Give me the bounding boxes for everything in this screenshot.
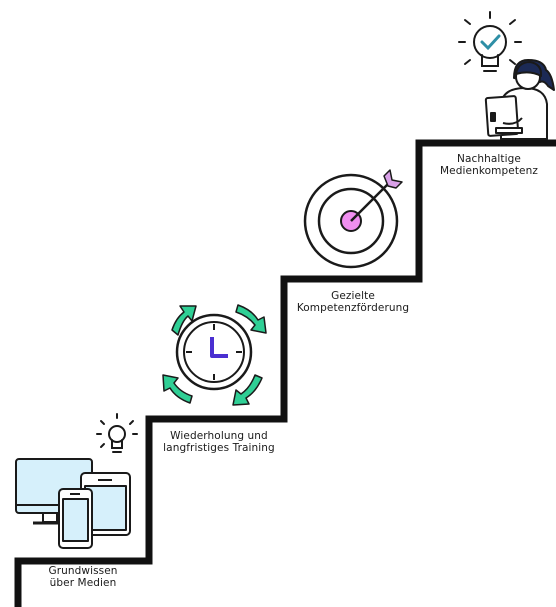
step-1-label-line-2: über Medien [49, 577, 117, 589]
step-1-label: Grundwissen über Medien [28, 565, 138, 589]
step-2-label: Wiederholung und langfristiges Training [152, 430, 286, 454]
staircase-line [14, 139, 556, 607]
step-4-label: Nachhaltige Medienkompetenz [422, 153, 556, 177]
step-2-label-line-2: langfristiges Training [163, 442, 275, 454]
step-4-label-line-1: Nachhaltige [457, 153, 521, 165]
step-3-label-line-2: Kompetenzförderung [296, 302, 410, 314]
step-2-label-line-1: Wiederholung und [170, 430, 268, 442]
lightbulb-icon [96, 413, 138, 453]
clock-with-cycle-arrows-icon [162, 304, 267, 406]
step-1-label-line-1: Grundwissen [48, 565, 118, 577]
lightbulb-check-icon [458, 11, 522, 72]
target-icon [303, 169, 403, 269]
step-3-label: Gezielte Kompetenzförderung [286, 290, 420, 314]
step-3-label-line-1: Gezielte [331, 290, 375, 302]
computer-devices-icon [15, 458, 131, 549]
person-with-tablet-icon [484, 59, 555, 140]
step-4-label-line-2: Medienkompetenz [440, 165, 538, 177]
